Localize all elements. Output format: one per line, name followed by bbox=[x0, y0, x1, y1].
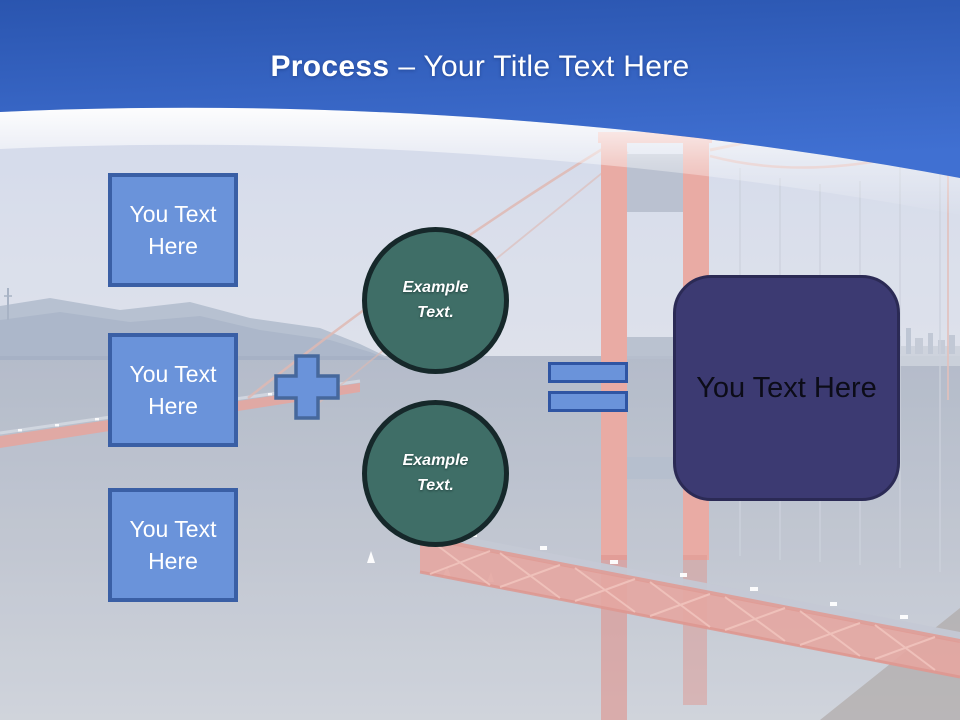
near-bridge-deck bbox=[419, 528, 960, 679]
input-box-3-label: You Text Here bbox=[129, 515, 217, 574]
equals-bar-top bbox=[548, 362, 628, 383]
input-box-3[interactable]: You Text Here bbox=[108, 488, 238, 602]
input-box-1-label: You Text Here bbox=[129, 200, 217, 259]
result-box-label: You Text Here bbox=[696, 371, 877, 404]
input-box-1[interactable]: You Text Here bbox=[108, 173, 238, 287]
example-circle-1-label: Example Text. bbox=[402, 278, 469, 321]
equals-icon[interactable] bbox=[548, 362, 628, 420]
example-circle-2[interactable]: Example Text. bbox=[362, 400, 509, 547]
slide-title[interactable]: Process – Your Title Text Here bbox=[0, 50, 960, 84]
title-keyword: Process bbox=[270, 50, 390, 83]
plus-icon[interactable] bbox=[272, 352, 342, 422]
title-subtitle: – Your Title Text Here bbox=[398, 50, 690, 83]
example-circle-2-label: Example Text. bbox=[402, 451, 469, 494]
example-circle-1[interactable]: Example Text. bbox=[362, 227, 509, 374]
equals-bar-bottom bbox=[548, 391, 628, 412]
input-box-2-label: You Text Here bbox=[129, 360, 217, 419]
input-box-2[interactable]: You Text Here bbox=[108, 333, 238, 447]
result-box[interactable]: You Text Here bbox=[673, 275, 900, 501]
